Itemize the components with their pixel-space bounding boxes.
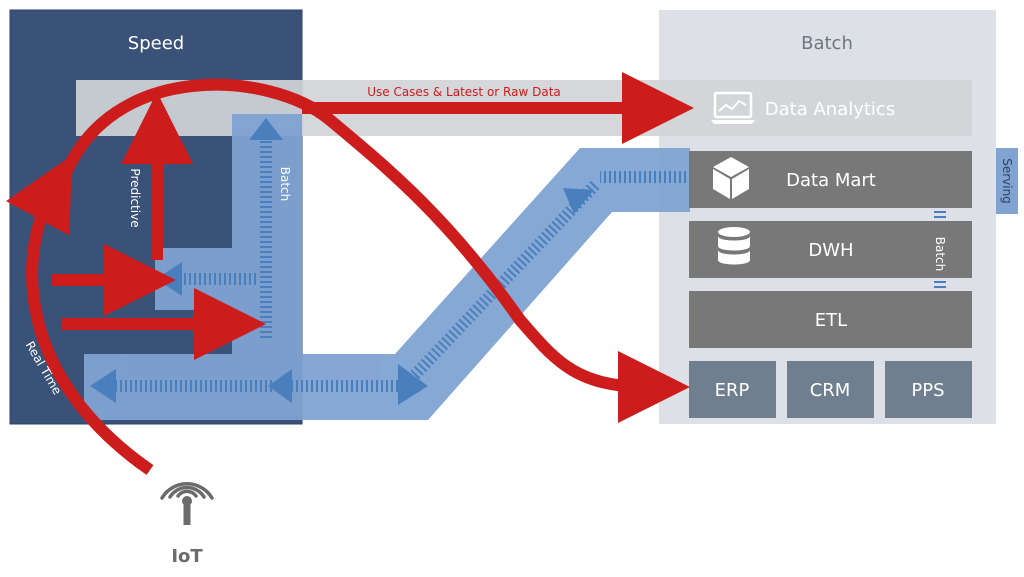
arrow-batch-up [249, 118, 283, 140]
arrow-diagonal-down [398, 364, 428, 405]
erp-box [689, 361, 776, 418]
use-cases-label: Use Cases & Latest or Raw Data [367, 85, 561, 99]
predictive-label: Predictive [128, 168, 142, 227]
laptop-chart-icon [711, 91, 755, 124]
pipe-bottom-diagonal [84, 148, 690, 420]
cube-icon [713, 157, 749, 199]
serving-tab [996, 148, 1018, 214]
speed-title: Speed [128, 33, 184, 54]
etl-label: ETL [815, 310, 847, 331]
data-analytics-label: Data Analytics [765, 99, 895, 120]
pps-box [885, 361, 972, 418]
iot-label: IoT [171, 546, 203, 567]
erp-label: ERP [715, 380, 750, 401]
batch-right-label: Batch [933, 237, 947, 272]
arrow-datamart-diagonal [563, 188, 594, 214]
crm-label: CRM [810, 380, 851, 401]
data-mart-label: Data Mart [786, 170, 876, 191]
serving-label: Serving [1000, 158, 1014, 204]
dwh-label: DWH [808, 240, 853, 261]
arrow-bottom-mid-left [268, 369, 292, 403]
big-s-curve-arrow [58, 78, 690, 423]
antenna-icon [160, 481, 214, 525]
etl-box [689, 291, 972, 348]
pps-label: PPS [911, 380, 944, 401]
batch-speed-label: Batch [278, 167, 292, 202]
arrow-bottom-far-left [90, 369, 116, 403]
batch-title: Batch [801, 33, 853, 54]
red-flow-arrows [6, 72, 694, 475]
real-time-arrow [6, 155, 154, 475]
crm-box [787, 361, 874, 418]
database-icon [718, 227, 750, 265]
